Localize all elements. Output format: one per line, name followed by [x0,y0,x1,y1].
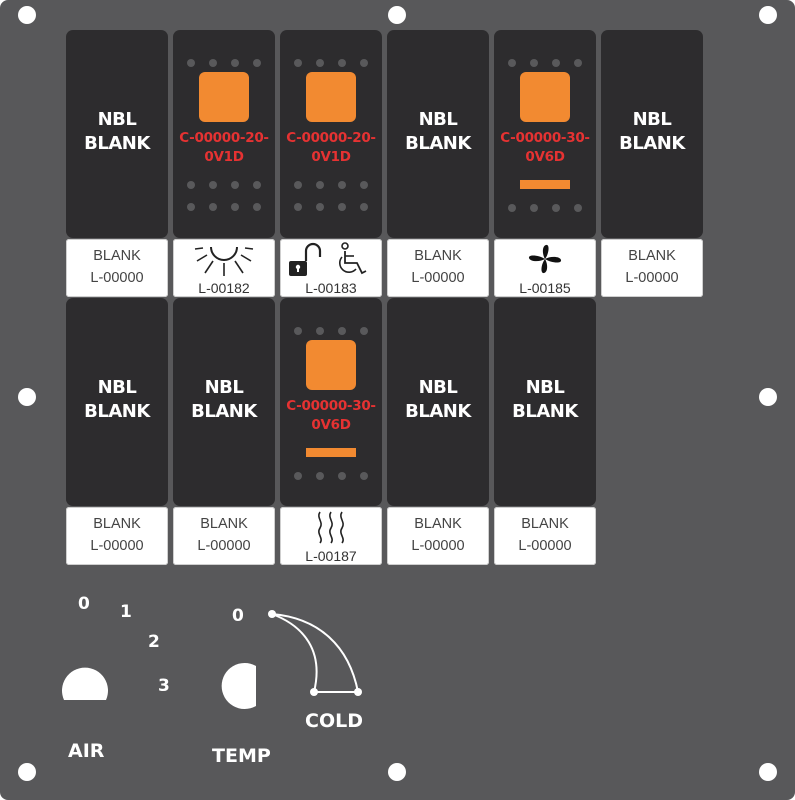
air-knob-cutout[interactable] [60,660,110,704]
switch-code: C-00000-30-0V6D [286,398,376,433]
indicator-bar [306,448,356,457]
temp-knob-cutout[interactable] [216,661,264,711]
switch-label-4: BLANK L-00000 [387,239,489,297]
indicator-lens [306,72,356,122]
mounting-hole-mid-left [18,388,36,406]
mounting-hole-mid-right [759,388,777,406]
temp-caption: TEMP [212,745,271,767]
switch-label-10: BLANK L-00000 [387,507,489,565]
rocker-switch-3[interactable]: C-00000-20-0V1D [280,30,382,238]
switch-label-1: BLANK L-00000 [66,239,168,297]
air-position-3: 3 [158,676,170,696]
temp-cold-label: COLD [305,710,363,732]
switch-code: C-00000-20-0V1D [179,130,269,165]
fan-icon [528,244,562,274]
mounting-hole-top-left [18,6,36,24]
air-caption: AIR [68,740,105,762]
switch-label-11: BLANK L-00000 [494,507,596,565]
rocker-switch-2[interactable]: C-00000-20-0V1D [173,30,275,238]
switch-code: C-00000-30-0V6D [500,130,590,165]
mounting-hole-top-center [388,6,406,24]
switch-label-7: BLANK L-00000 [66,507,168,565]
switch-label-2: L-00182 [173,239,275,297]
mounting-hole-bottom-center [388,763,406,781]
padlock-icon [289,242,322,276]
air-position-2: 2 [148,632,160,652]
indicator-lens [199,72,249,122]
indicator-lens [306,340,356,390]
switch-label-5: L-00185 [494,239,596,297]
indicator-lens [520,72,570,122]
air-position-0: 0 [78,594,90,614]
rocker-switch-9[interactable]: C-00000-30-0V6D [280,298,382,506]
switch-label-9: L-00187 [280,507,382,565]
indicator-bar [520,180,570,189]
switch-label-8: BLANK L-00000 [173,507,275,565]
heat-icon [318,511,344,544]
mounting-hole-bottom-left [18,763,36,781]
rocker-switch-5[interactable]: C-00000-30-0V6D [494,30,596,238]
air-position-1: 1 [120,602,132,622]
temp-range-arc [268,610,362,696]
switch-label-3: L-00183 [280,239,382,297]
mounting-hole-top-right [759,6,777,24]
switch-code: C-00000-20-0V1D [286,130,376,165]
wheelchair-icon [339,242,367,275]
sun-icon [194,246,254,276]
switch-label-6: BLANK L-00000 [601,239,703,297]
temp-position-0: 0 [232,606,244,626]
mounting-hole-bottom-right [759,763,777,781]
